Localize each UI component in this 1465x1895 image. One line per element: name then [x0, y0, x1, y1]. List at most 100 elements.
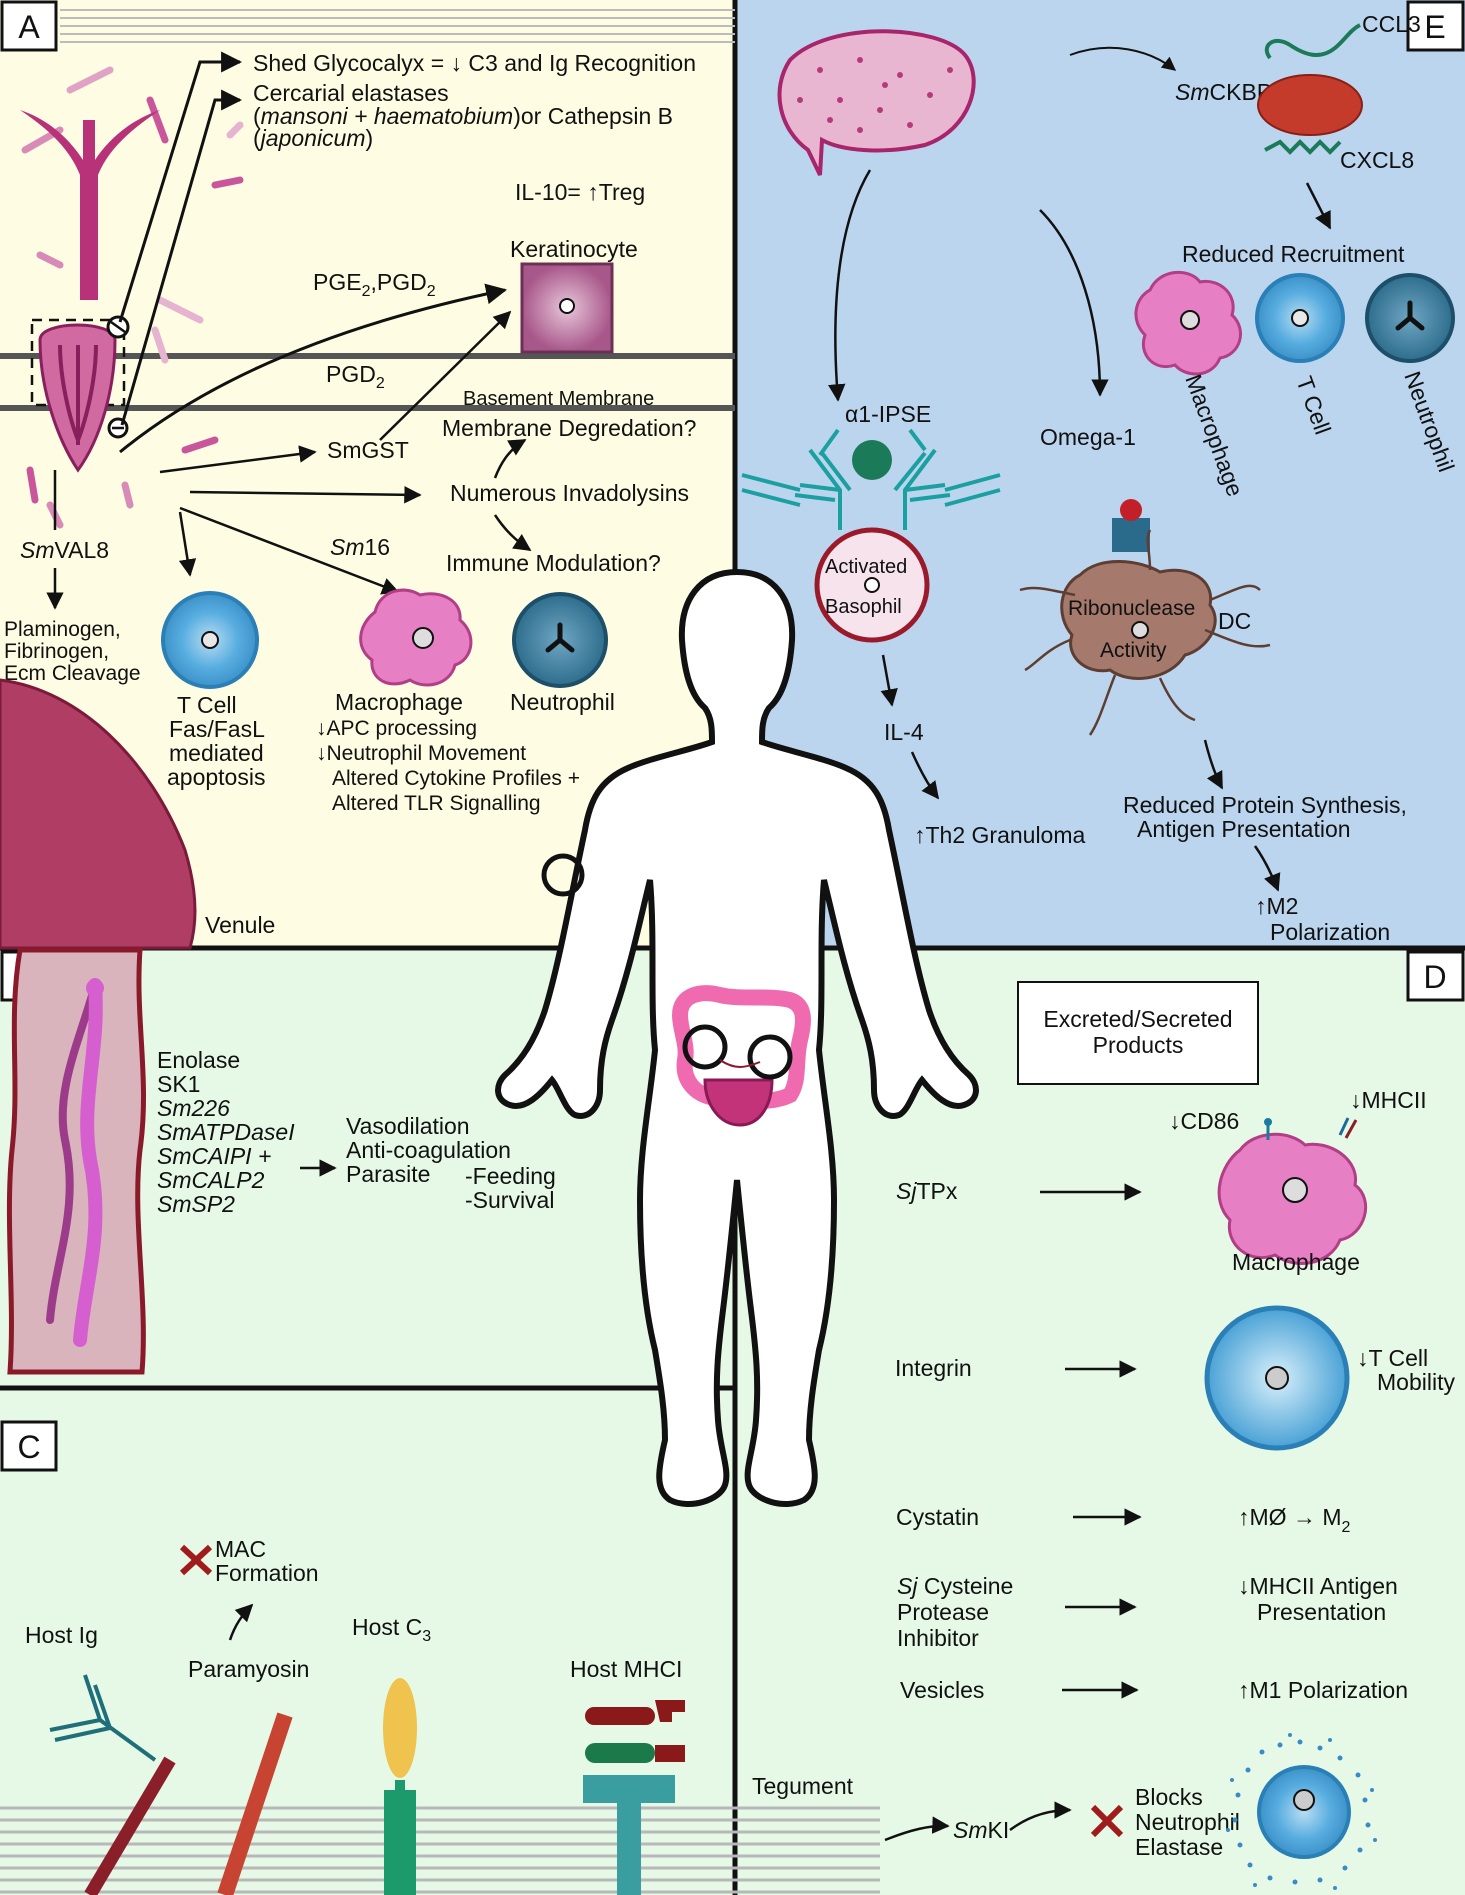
tegument-lines [0, 1806, 880, 1894]
neutrophil-d [1257, 1765, 1351, 1859]
smckbp-protein [1257, 74, 1363, 136]
m2-text1: ↑M2 [1255, 893, 1298, 919]
svg-text:PGD2: PGD2 [326, 361, 385, 392]
blocked-x-icon [1090, 1804, 1124, 1838]
blocked-x-icon [179, 1544, 213, 1576]
svg-text:SjTPx: SjTPx [896, 1178, 958, 1204]
integrin-text: Integrin [895, 1355, 972, 1381]
ige-antibody [794, 428, 852, 530]
c3-receptor [384, 1790, 416, 1895]
reduced-protein-text1: Reduced Protein Synthesis, [1123, 792, 1407, 818]
paramyosin-bar [217, 1712, 293, 1895]
female-worm [46, 981, 99, 1324]
keratinocyte-label: Keratinocyte [510, 236, 638, 262]
svg-text:SmKI: SmKI [953, 1817, 1009, 1843]
panel-b: B Enolase SK1 Sm226 SmATPDaseI SmCAIPI +… [0, 947, 556, 1375]
glycocalyx-fragments [21, 66, 244, 529]
body-outline [495, 568, 979, 1507]
skin-entry-marker [541, 853, 585, 897]
sj-cys-prefix: Sj [897, 1573, 918, 1599]
svg-text:Sj Cysteine: Sj Cysteine [897, 1573, 1013, 1599]
th2-text: ↑Th2 Granuloma [914, 822, 1086, 848]
reduced-recruitment-text: Reduced Recruitment [1182, 241, 1405, 267]
mesenteric-marker [682, 1024, 728, 1070]
human-body [495, 568, 979, 1507]
male-worm [73, 978, 103, 1347]
ig-binding-protein [84, 1756, 176, 1895]
omega1-receptor [1112, 518, 1150, 552]
sm16-suffix: 16 [365, 534, 391, 560]
blocks-text2: Neutrophil [1135, 1809, 1240, 1835]
mol-smcaipi: SmCAIPI + [157, 1143, 271, 1169]
omega1-molecule [1120, 499, 1142, 521]
sj-cys-line3: Inhibitor [897, 1625, 979, 1651]
mansoni-text: mansoni + haematobium [261, 103, 514, 129]
es-products-box [1017, 981, 1259, 1085]
formation-text: Formation [215, 1560, 319, 1586]
ige-antibody [893, 428, 951, 530]
mhcii-ag-text1: ↓MHCII Antigen [1238, 1573, 1398, 1599]
host-ig-antibody [49, 1674, 157, 1762]
macrophage-a-label: Macrophage [335, 689, 463, 715]
survival-text: -Survival [465, 1187, 554, 1213]
blocks-text1: Blocks [1135, 1784, 1203, 1810]
mediated-text: mediated [169, 740, 264, 766]
tlr-text: Altered TLR Signalling [332, 792, 541, 815]
panel-d-bg [735, 948, 1465, 1895]
panel-d-letter-box [1406, 950, 1465, 1002]
smckbp-prefix: Sm [1175, 79, 1210, 105]
apc-text: ↓APC processing [316, 717, 477, 740]
basement-membrane-text: Basement Membrane [463, 388, 654, 410]
fibrinogen-text: Fibrinogen, [4, 640, 109, 663]
cxcl8-chemokine [1264, 139, 1342, 155]
svg-text:↑MØ → M2: ↑MØ → M2 [1238, 1504, 1351, 1536]
tcell-mob-text1: ↓T Cell [1357, 1345, 1428, 1371]
plasminogen-text: Plaminogen, [4, 618, 121, 641]
panel-e-letter-box [1406, 0, 1465, 52]
mo-m2-text: ↑MØ → M [1238, 1504, 1342, 1530]
ccl3-label: CCL3 [1362, 11, 1421, 37]
mol-smcalp2: SmCALP2 [157, 1167, 265, 1193]
smval8-prefix: Sm [20, 537, 55, 563]
cercaria-tail [20, 110, 160, 300]
il10-text: IL-10= ↑Treg [515, 179, 645, 205]
host-mhci-label: Host MHCI [570, 1656, 682, 1682]
vasodilation-text: Vasodilation [346, 1113, 470, 1139]
tcell-mob-text2: Mobility [1377, 1369, 1455, 1395]
anticoag-text: Anti-coagulation [346, 1137, 511, 1163]
neutrophil-a-label: Neutrophil [510, 689, 615, 715]
feeding-text: -Feeding [465, 1163, 556, 1189]
parasite-text: Parasite [346, 1161, 430, 1187]
panel-c-letter-box [0, 1420, 58, 1472]
ecm-text: Ecm Cleavage [4, 662, 141, 685]
host-c3-molecule [383, 1678, 417, 1778]
venule-vessel [0, 678, 197, 950]
smgst-text: SmGST [327, 437, 409, 463]
molecule-list: Enolase SK1 Sm226 SmATPDaseI SmCAIPI + S… [157, 1047, 295, 1217]
mhci-heavy-chain [585, 1707, 655, 1725]
cxcl8-label: CXCL8 [1340, 147, 1414, 173]
sm16-prefix: Sm [330, 534, 365, 560]
omega-label: Omega-1 [1040, 424, 1136, 450]
japonicum-text: japonicum [258, 125, 366, 151]
venule-label: Venule [205, 912, 275, 938]
svg-text:Sm16: Sm16 [330, 534, 390, 560]
host-c3-label: Host C [352, 1614, 422, 1640]
sjtpx-prefix: Sj [896, 1178, 917, 1204]
il4-text: IL-4 [884, 719, 924, 745]
ipse-molecule [852, 440, 892, 480]
panel-c-letter: C [17, 1429, 40, 1465]
mhci-binding-domain [583, 1775, 675, 1803]
panel-a-letter: A [18, 9, 40, 45]
neutro-move-text: ↓Neutrophil Movement [316, 742, 526, 765]
blocks-text3: Elastase [1135, 1834, 1223, 1860]
panel-e-letter: E [1424, 9, 1445, 45]
panel-d-letter: D [1423, 959, 1446, 995]
macrophage-d-label: Macrophage [1232, 1249, 1360, 1275]
fas-text: Fas/FasL [169, 716, 265, 742]
colon [671, 985, 811, 1110]
mhcii-ag-text2: Presentation [1257, 1599, 1386, 1625]
svg-text:(mansoni + haematobium)or Cath: (mansoni + haematobium)or Cathepsin B [253, 103, 673, 129]
cd86-text: ↓CD86 [1169, 1108, 1239, 1134]
